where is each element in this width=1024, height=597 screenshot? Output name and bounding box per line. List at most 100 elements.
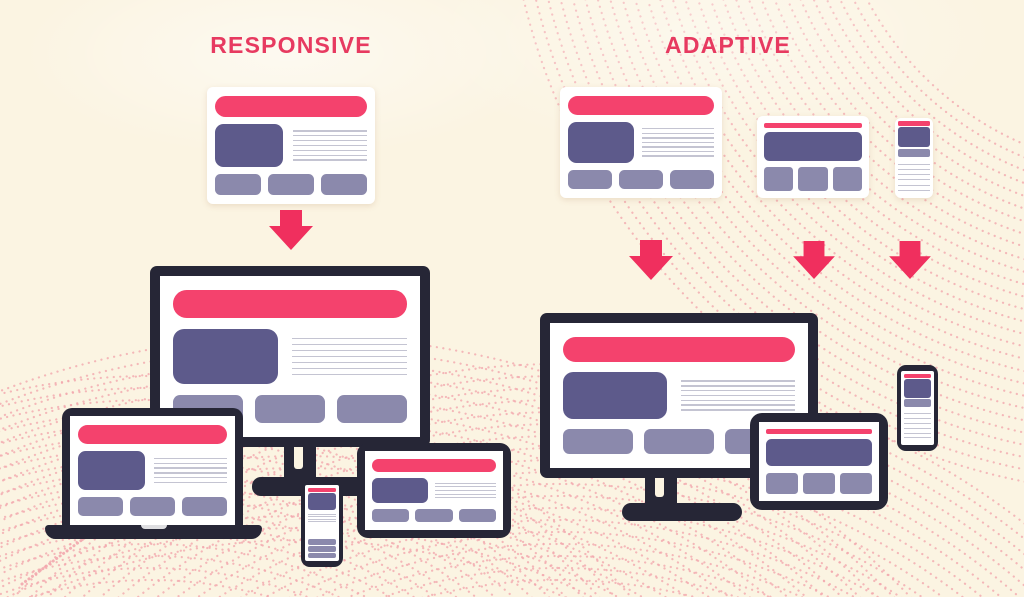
text-line	[153, 462, 227, 464]
wireframe-main-row	[173, 328, 407, 385]
text-line	[292, 349, 407, 352]
wireframe-header-bar	[898, 121, 930, 126]
wireframe-phone-layout	[895, 118, 933, 198]
text-line	[903, 413, 932, 415]
text-line	[898, 189, 930, 191]
text-line	[292, 149, 367, 151]
wireframe-image-block	[215, 123, 284, 168]
text-line	[681, 404, 796, 406]
wireframe-image-block	[766, 438, 872, 466]
wireframe-content-block	[670, 169, 714, 190]
text-line	[153, 467, 227, 469]
wireframe-content-block	[415, 509, 453, 523]
text-line	[642, 141, 714, 144]
spacer	[308, 524, 336, 538]
adaptive-phone-card	[895, 118, 933, 198]
wireframe-text-lines	[292, 124, 367, 168]
text-line	[681, 384, 796, 387]
wireframe-bottom-row	[763, 167, 863, 192]
wireframe-header-bar	[215, 96, 367, 117]
wireframe-text-lines	[292, 329, 407, 385]
wireframe-bottom-row	[766, 472, 872, 494]
wireframe-text-lines	[903, 409, 932, 442]
wireframe-content-block	[308, 552, 336, 559]
text-line	[642, 146, 714, 148]
laptop-screen	[70, 416, 235, 525]
text-line	[292, 355, 407, 358]
wireframe-content-block	[308, 545, 336, 552]
tablet	[750, 413, 888, 510]
text-line	[642, 150, 714, 153]
text-line	[642, 128, 714, 130]
wireframe-main-row	[78, 450, 227, 491]
responsive-title: RESPONSIVE	[210, 32, 372, 58]
wireframe-main-row	[568, 122, 714, 163]
adaptive-title: ADAPTIVE	[665, 32, 791, 58]
wireframe-bottom-row	[78, 496, 227, 516]
wireframe-content-block	[268, 174, 314, 195]
text-line	[292, 337, 407, 340]
wireframe-header-bar	[371, 458, 497, 472]
tablet	[357, 443, 511, 538]
dot-ring	[0, 555, 341, 597]
text-line	[435, 497, 497, 499]
text-line	[292, 343, 407, 346]
wireframe-desktop-layout	[160, 276, 420, 437]
text-line	[435, 486, 497, 488]
wireframe-content-block	[215, 174, 261, 195]
wireframe-content-block	[903, 399, 932, 408]
text-line	[435, 493, 497, 495]
text-line	[903, 437, 932, 439]
wireframe-desktop-layout	[70, 416, 235, 525]
text-line	[153, 477, 227, 479]
wireframe-desktop-layout	[207, 87, 375, 204]
wireframe-content-block	[78, 496, 123, 516]
wireframe-content-block	[798, 167, 828, 192]
text-line	[292, 159, 367, 161]
text-line	[642, 155, 714, 157]
adaptive-tablet-card	[757, 116, 869, 198]
dot-ring	[33, 539, 567, 597]
text-line	[292, 154, 367, 156]
text-line	[308, 516, 336, 518]
text-line	[642, 132, 714, 135]
wireframe-content-block	[130, 496, 175, 516]
text-line	[153, 472, 227, 474]
wireframe-tablet-layout	[759, 422, 879, 501]
wireframe-text-lines	[642, 122, 714, 163]
monitor-stand-base	[622, 503, 742, 521]
text-line	[898, 179, 930, 181]
wireframe-image-block	[78, 450, 146, 491]
wireframe-header-bar	[78, 425, 227, 445]
text-line	[898, 163, 930, 165]
wireframe-image-block	[898, 127, 930, 148]
monitor-stand-neck	[284, 447, 316, 479]
wireframe-image-block	[568, 122, 634, 163]
text-line	[903, 432, 932, 434]
text-line	[292, 373, 407, 376]
text-line	[153, 482, 227, 484]
text-line	[903, 427, 932, 429]
dot-ring	[380, 567, 740, 597]
text-line	[308, 513, 336, 515]
wireframe-content-block	[840, 472, 872, 494]
wireframe-image-block	[903, 379, 932, 398]
wireframe-main-row	[371, 477, 497, 504]
wireframe-main-row	[215, 123, 367, 168]
laptop-base	[45, 525, 262, 539]
wireframe-text-lines	[681, 372, 796, 419]
phone-screen	[305, 485, 339, 561]
text-line	[898, 174, 930, 176]
dot-ring	[263, 519, 857, 597]
wireframe-content-block	[321, 174, 367, 195]
wireframe-content-block	[833, 167, 863, 192]
text-line	[681, 394, 796, 397]
wireframe-content-block	[898, 148, 930, 158]
wireframe-header-bar	[568, 95, 714, 116]
wireframe-content-block	[182, 496, 227, 516]
down-arrow-icon	[793, 241, 835, 279]
text-line	[153, 457, 227, 459]
text-line	[292, 130, 367, 132]
wireframe-content-block	[766, 472, 798, 494]
